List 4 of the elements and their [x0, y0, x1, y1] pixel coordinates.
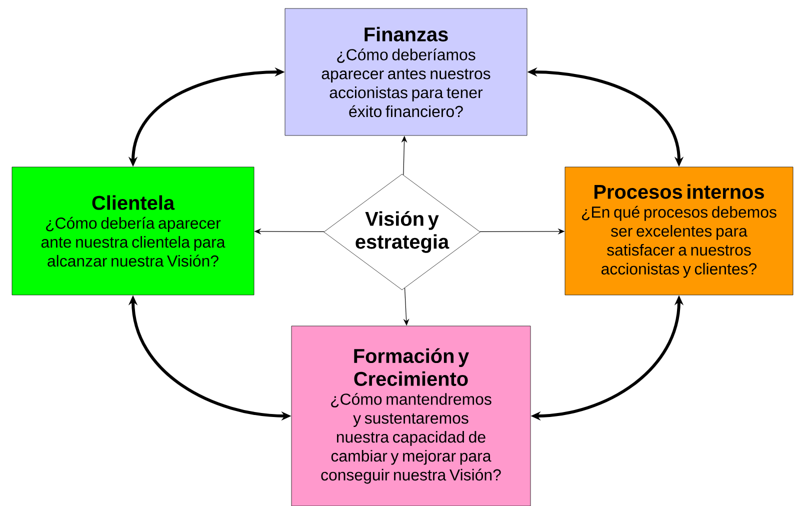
process-box: Formación y Crecimiento ¿Cómo mantendremos y sustentaremos nuestra capacidad de cambiar y mejorar para conseguir nuestra Visión?: [291, 326, 531, 506]
process-box: Procesos internos ¿En qué procesos debemos ser excelentes para satisfacer a nuestros accionistas y clientes?: [564, 166, 794, 296]
process-box: Finanzas ¿Cómo deberíamos aparecer antes nuestros accionistas para tener éxito financiero?: [284, 8, 528, 136]
process-box: Clientela ¿Cómo debería aparecer ante nuestra clientela para alcanzar nuestra Visión?: [12, 166, 254, 296]
